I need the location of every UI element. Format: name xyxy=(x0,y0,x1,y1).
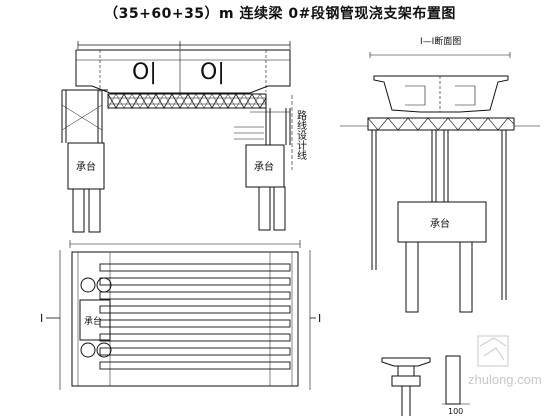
bailey-truss xyxy=(107,93,267,109)
detail-dim-text: 100 xyxy=(448,407,463,416)
label-plan-cap: 承台 xyxy=(84,315,102,327)
section-title: I—I断面图 xyxy=(420,35,461,47)
section-columns xyxy=(371,130,507,202)
right-piles xyxy=(258,186,286,231)
drawing-title: （35+60+35）m 连续梁 0#段钢管现浇支架布置图 xyxy=(104,6,456,22)
route-design-line-label: 路线设计线 xyxy=(295,109,307,160)
label-left-cap: 承台 xyxy=(76,160,96,173)
plan-distribution-beams xyxy=(99,263,291,370)
elevation-view: O| O| 承台 xyxy=(61,41,307,233)
plan-view: 承台 I I xyxy=(40,240,321,390)
section-view: I—I断面图 承台 xyxy=(340,35,540,313)
label-section-cap: 承台 xyxy=(430,217,450,230)
left-steel-pipe-columns xyxy=(61,89,108,143)
section-pile-cap xyxy=(397,201,487,243)
pier-mark-right: O| xyxy=(200,60,225,85)
label-right-cap: 承台 xyxy=(254,160,274,173)
cut-mark-right: I xyxy=(318,312,321,325)
left-piles xyxy=(72,188,101,233)
plan-outline xyxy=(71,251,299,387)
girder-cross-section xyxy=(373,75,509,113)
section-truss xyxy=(367,117,515,131)
box-girder xyxy=(75,49,291,94)
right-steel-pipe-columns xyxy=(234,108,291,145)
plan-piles xyxy=(80,277,112,358)
watermark-logo xyxy=(477,335,509,367)
left-pile-cap xyxy=(67,142,105,190)
watermark-text: zhulong.com xyxy=(468,372,542,387)
plan-pile-cap xyxy=(79,299,111,341)
pier-mark-left: O| xyxy=(132,60,157,85)
column-detail: 100 xyxy=(381,355,470,416)
section-piles xyxy=(371,202,507,313)
cut-mark-left: I xyxy=(40,312,43,325)
